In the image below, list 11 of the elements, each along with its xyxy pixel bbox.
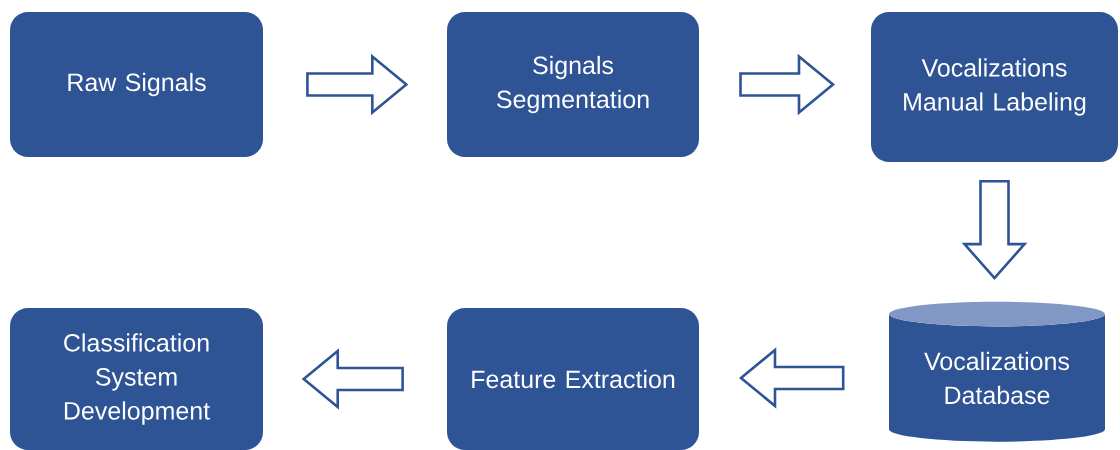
block-arrow — [306, 53, 409, 116]
block-arrow — [739, 53, 836, 116]
database-cylinder: Vocalizations Database — [889, 301, 1105, 442]
process-box: Feature Extraction — [447, 308, 699, 450]
process-box: Signals Segmentation — [447, 12, 699, 157]
block-arrow — [301, 348, 404, 410]
process-box: Vocalizations Manual Labeling — [871, 12, 1118, 162]
process-box: Classification System Development — [10, 308, 263, 450]
block-arrow — [738, 347, 845, 409]
block-arrow — [961, 179, 1028, 281]
process-box: Raw Signals — [10, 12, 263, 157]
